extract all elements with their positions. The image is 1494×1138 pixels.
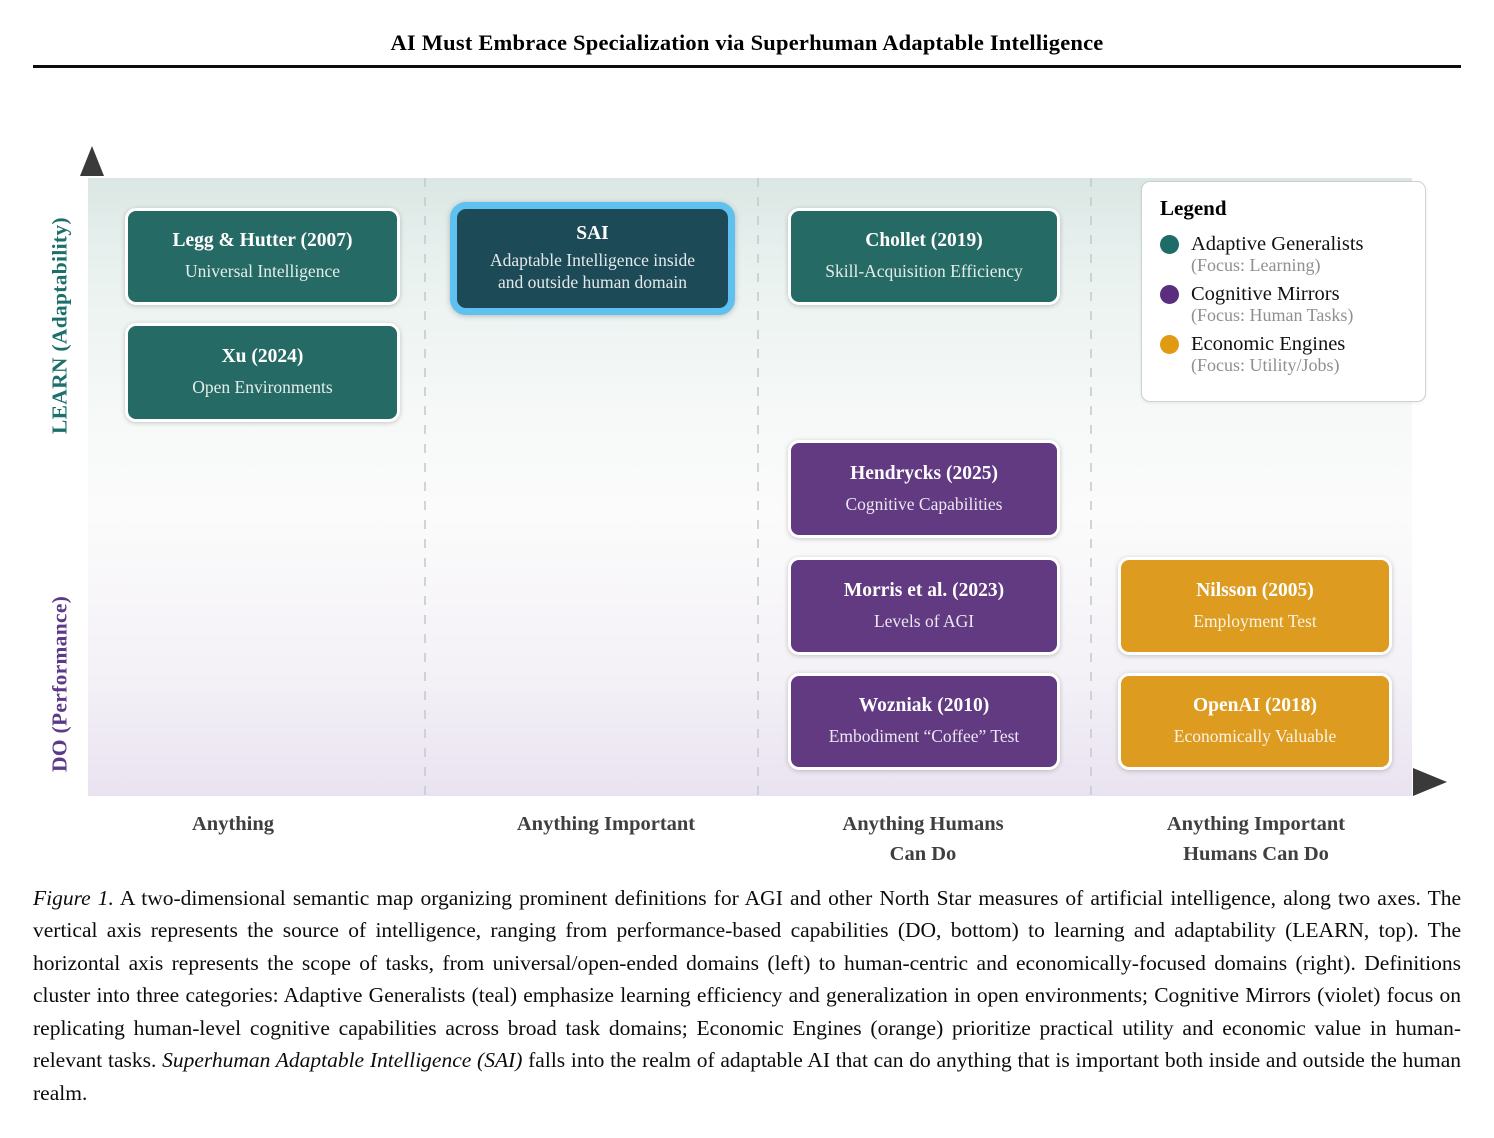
box-title: SAI [576,223,609,245]
semantic-map-figure: LEARN (Adaptability) DO (Performance) Le… [0,68,1494,876]
figure-label: Figure 1. [33,886,114,910]
x-category-anything-important-humans-can-do: Anything Important Humans Can Do [1166,813,1346,865]
column-divider [1090,178,1092,796]
title-block: AI Must Embrace Specialization via Super… [0,0,1494,68]
box-title: Morris et al. (2023) [843,579,1005,601]
caption-text: falls into the realm of adaptable AI tha… [33,1048,1461,1105]
legend-item-economic-engines: Economic Engines (Focus: Utility/Jobs) [1160,333,1409,376]
x-category-anything-humans-can-do: Anything Humans Can Do [842,813,1004,865]
y-axis-label-learn: LEARN (Adaptability) [47,217,72,434]
box-xu: Xu (2024) Open Environments [125,323,400,422]
legend-label: Economic Engines [1191,332,1346,355]
box-openai: OpenAI (2018) Economically Valuable [1118,673,1392,770]
box-subtitle: Open Environments [192,377,333,398]
legend: Legend Adaptive Generalists (Focus: Lear… [1141,181,1426,402]
legend-focus: (Focus: Utility/Jobs) [1191,354,1340,375]
x-axis-arrow-icon [1413,768,1447,796]
column-divider [424,178,426,796]
caption-sai-italic: Superhuman Adaptable Intelligence (SAI) [162,1048,523,1073]
box-subtitle: Economically Valuable [1173,726,1337,747]
box-subtitle: Embodiment “Coffee” Test [828,726,1020,747]
legend-item-cognitive-mirrors: Cognitive Mirrors (Focus: Human Tasks) [1160,283,1409,326]
box-subtitle: Levels of AGI [873,610,975,631]
violet-dot-icon [1160,284,1179,304]
box-title: Nilsson (2005) [1196,579,1314,601]
x-category-anything-important: Anything Important [516,813,696,835]
box-hendrycks: Hendrycks (2025) Cognitive Capabilities [788,440,1060,538]
column-divider [757,178,759,796]
box-morris: Morris et al. (2023) Levels of AGI [788,557,1060,655]
box-subtitle: Skill-Acquisition Efficiency [825,261,1023,282]
box-wozniak: Wozniak (2010) Embodiment “Coffee” Test [788,673,1060,770]
box-chollet: Chollet (2019) Skill-Acquisition Efficie… [788,208,1060,305]
legend-label: Adaptive Generalists [1191,233,1364,255]
orange-dot-icon [1160,334,1179,354]
box-title: Wozniak (2010) [858,695,990,717]
teal-dot-icon [1160,235,1179,254]
box-title: Xu (2024) [221,346,304,368]
box-subtitle: Cognitive Capabilities [845,493,1003,514]
box-nilsson: Nilsson (2005) Employment Test [1118,557,1392,655]
box-title: Hendrycks (2025) [850,462,998,484]
legend-item-adaptive-generalists: Adaptive Generalists (Focus: Learning) [1160,233,1409,276]
box-title: OpenAI (2018) [1192,695,1318,717]
y-axis-arrow-icon [80,146,104,176]
box-title: Legg & Hutter (2007) [172,230,353,252]
box-subtitle: Adaptable Intelligence inside and outsid… [489,250,696,292]
legend-focus: (Focus: Learning) [1191,255,1321,275]
x-category-anything: Anything [191,813,275,835]
page-title: AI Must Embrace Specialization via Super… [390,30,1104,55]
box-title: Chollet (2019) [865,230,983,252]
box-sai: SAI Adaptable Intelligence inside and ou… [450,202,735,315]
box-subtitle: Employment Test [1193,610,1317,631]
box-subtitle: Universal Intelligence [184,261,340,282]
box-legg-hutter: Legg & Hutter (2007) Universal Intellige… [125,208,400,305]
legend-title: Legend [1160,196,1227,220]
figure-caption: Figure 1. A two-dimensional semantic map… [33,882,1461,1109]
legend-label: Cognitive Mirrors [1191,282,1340,305]
y-axis-label-do: DO (Performance) [47,595,72,772]
title-rule [33,65,1461,68]
caption-text: A two-dimensional semantic map organizin… [33,886,1461,1073]
legend-focus: (Focus: Human Tasks) [1191,304,1354,325]
